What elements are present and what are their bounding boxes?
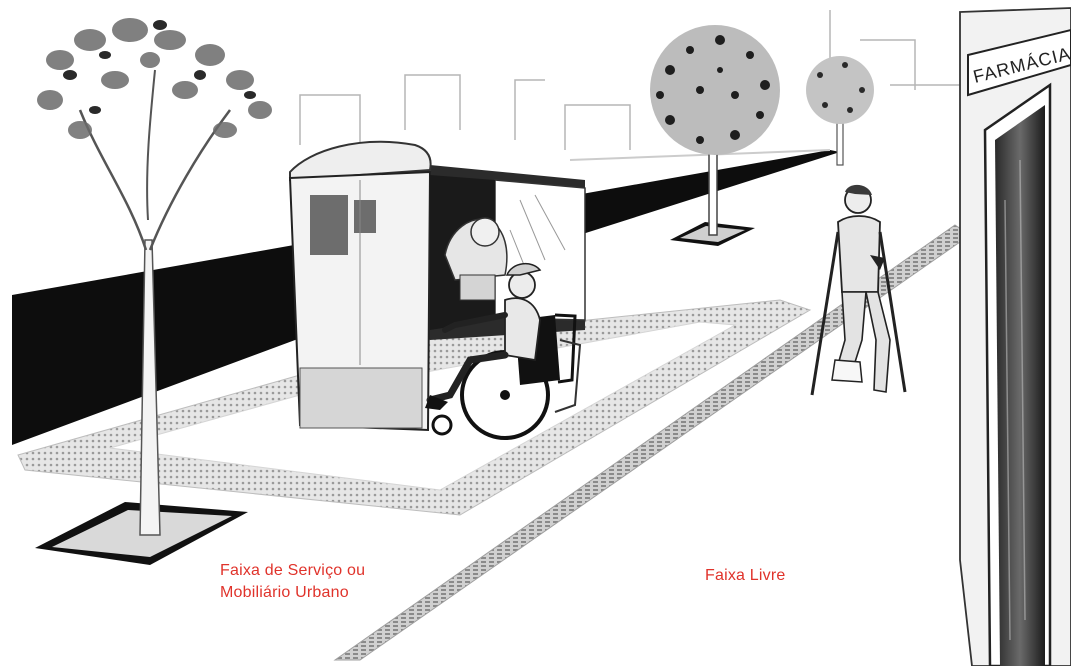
tree-middle [650, 25, 780, 246]
tree-far [806, 56, 874, 165]
free-strip-label: Faixa Livre [705, 565, 785, 587]
service-strip-label-line1: Faixa de Serviço ou [220, 560, 365, 582]
pharmacy-building: FARMÁCIA [960, 8, 1071, 666]
service-strip-label: Faixa de Serviço ou Mobiliário Urbano [220, 560, 365, 604]
service-strip-label-line2: Mobiliário Urbano [220, 582, 365, 604]
